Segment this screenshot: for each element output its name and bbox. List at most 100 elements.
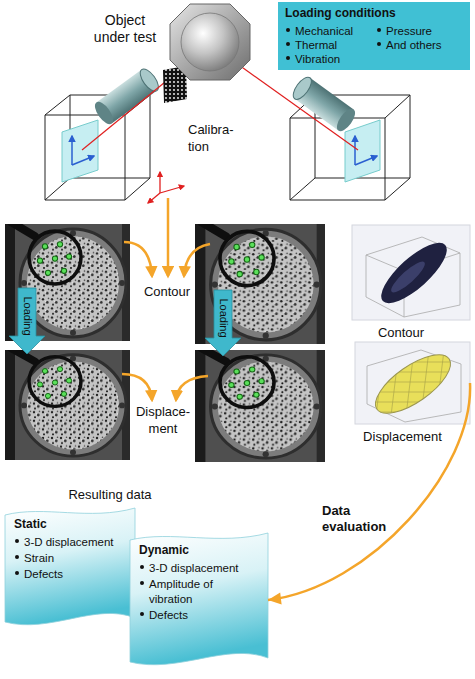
displacement-render	[450, 342, 460, 424]
bullet	[377, 42, 381, 46]
image-caption: Contour	[332, 325, 470, 340]
camera	[92, 66, 162, 127]
camera	[385, 95, 410, 118]
document-shape	[130, 533, 268, 665]
object-shape	[181, 13, 239, 71]
displacement-render	[420, 342, 430, 424]
result-page: Dynamic 3-D displacementAmplitude of vibr…	[130, 530, 268, 670]
bullet	[286, 56, 290, 60]
bullet	[140, 581, 144, 585]
displacement-render	[365, 402, 465, 403]
camera	[45, 115, 125, 200]
contour-label: Contour	[137, 283, 197, 300]
light-ray	[232, 60, 358, 150]
speckle-photo	[5, 222, 130, 341]
edge-label: Data evaluation	[322, 503, 400, 535]
text-block: Static3-D displacementStrainDefects	[14, 517, 132, 582]
bullet	[15, 555, 19, 559]
box-title: Loading conditions	[285, 6, 396, 20]
list-text: Mechanical	[295, 25, 353, 37]
flow-arrow	[176, 376, 208, 400]
list-item: Amplitude of vibration	[139, 576, 243, 606]
object-heading: Object under test	[88, 12, 162, 46]
camera	[290, 74, 359, 134]
bullet	[140, 612, 144, 616]
speckle-photo	[5, 348, 130, 460]
list-text: Defects	[149, 609, 188, 621]
page-title: Dynamic	[139, 543, 243, 557]
speckle-photo	[195, 348, 325, 462]
list-text: Defects	[24, 568, 63, 580]
list-text: 3-D displacement	[149, 562, 238, 574]
object-under-test: Object under test	[168, 2, 252, 82]
list-text: Strain	[24, 552, 54, 564]
camera	[290, 74, 315, 102]
bullet	[140, 565, 144, 569]
camera	[334, 106, 359, 134]
loading-label: Loading	[216, 298, 231, 337]
connector-line	[268, 383, 470, 600]
camera	[45, 178, 70, 200]
displacement-render	[365, 342, 465, 424]
object-shape	[168, 2, 252, 82]
loading-conditions-box: Loading conditionsMechanicalThermalVibra…	[278, 2, 470, 70]
displacement-render	[355, 342, 470, 424]
result-page: Static3-D displacementStrainDefects	[5, 505, 135, 630]
list-item: Defects	[14, 566, 132, 581]
coordinate-axes	[148, 193, 160, 203]
camera	[125, 178, 150, 200]
coordinate-axes	[160, 186, 184, 193]
flow-arrow	[167, 198, 170, 276]
list-item: 3-D displacement	[14, 534, 132, 549]
camera	[290, 118, 385, 200]
object-shape	[170, 4, 250, 80]
contour-render	[373, 234, 455, 313]
loading-arrow	[205, 290, 241, 356]
list-text: And others	[386, 39, 442, 51]
displacement-render	[365, 392, 465, 393]
camera	[71, 136, 73, 165]
contour-render	[352, 225, 470, 320]
calibration-label: Calibra- tion	[188, 121, 244, 155]
loading-arrow	[9, 288, 45, 354]
camera	[354, 136, 356, 165]
displacement-render	[355, 342, 470, 424]
camera	[72, 156, 94, 165]
text-block: Dynamic 3-D displacementAmplitude of vibr…	[139, 543, 243, 623]
list-item: Thermal	[285, 37, 337, 52]
light-ray	[82, 60, 192, 150]
contour-render	[388, 258, 429, 296]
camera	[290, 74, 410, 200]
loading-label: Loading	[20, 296, 35, 335]
bullet	[15, 539, 19, 543]
camera	[45, 95, 70, 115]
flow-arrow	[124, 242, 152, 276]
displacement-render	[365, 372, 465, 373]
list-text: Thermal	[295, 39, 337, 51]
arrow-head	[268, 593, 282, 605]
displacement-render	[365, 362, 465, 363]
bullet	[15, 571, 19, 575]
list-text: Pressure	[386, 25, 432, 37]
displacement-label: Displace- ment	[132, 403, 194, 437]
displacement-render	[390, 342, 400, 424]
image-caption: Displacement	[335, 429, 470, 444]
contour-render	[352, 225, 470, 320]
list-item: Mechanical	[285, 23, 353, 38]
camera	[290, 178, 315, 200]
camera	[385, 178, 410, 200]
displacement-render	[435, 342, 445, 424]
list-item: Strain	[14, 550, 132, 565]
bullet	[286, 28, 290, 32]
camera	[355, 156, 377, 165]
flow-arrow	[184, 244, 210, 276]
camera	[92, 99, 117, 127]
camera	[345, 120, 380, 182]
list-item: 3-D displacement	[139, 560, 243, 575]
flow-arrow	[122, 198, 210, 400]
document-shape	[5, 508, 135, 625]
flow-arrow	[122, 374, 152, 400]
bullet	[286, 42, 290, 46]
list-item: Vibration	[285, 51, 340, 66]
